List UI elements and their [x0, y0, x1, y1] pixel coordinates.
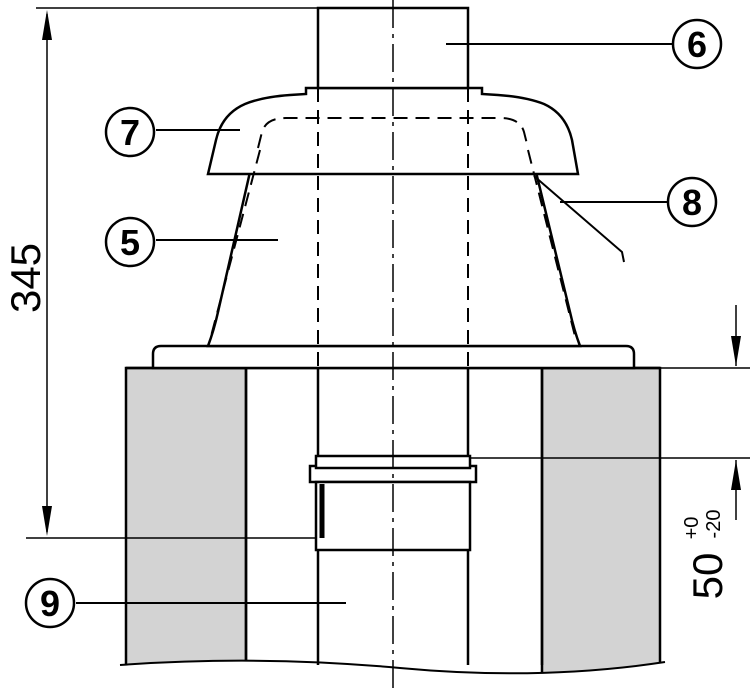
hidden-left-inner [209, 149, 261, 341]
callout-8: 8 [666, 176, 718, 228]
arrow-bottom [42, 506, 52, 536]
callout-label-9: 9 [40, 583, 60, 624]
arrow-insertion-bottom [731, 460, 741, 490]
wall-left [124, 366, 248, 680]
callout-circle-5 [104, 216, 156, 268]
wall-section [119, 366, 666, 691]
break-line-stroke [119, 659, 666, 675]
insertion-depth-label: 50 [684, 553, 731, 600]
insertion-tolerance-upper: +0 [681, 517, 703, 540]
callout-circle-9 [24, 577, 76, 629]
callout-6: 6 [671, 18, 723, 70]
callout-label-5: 5 [120, 222, 140, 263]
callout-7: 7 [104, 106, 156, 158]
arrow-insertion-top [731, 336, 741, 366]
overall-height-label: 345 [2, 243, 49, 313]
callout-5: 5 [104, 216, 156, 268]
wall-right [540, 366, 662, 680]
callout-circle-6 [671, 18, 723, 70]
leader-lines [76, 43, 672, 604]
hidden-cap-inner [257, 117, 529, 149]
cap-hood [206, 86, 580, 176]
callout-label-6: 6 [687, 24, 707, 65]
arrow-top [42, 10, 52, 40]
insertion-tolerance-lower: -20 [703, 510, 725, 539]
hidden-right-inner [527, 149, 577, 341]
callout-label-8: 8 [682, 182, 702, 223]
dimension-insertion [470, 305, 750, 520]
callout-label-7: 7 [120, 112, 140, 153]
callout-9: 9 [24, 577, 76, 629]
dimension-overall-height [26, 7, 318, 539]
callout-circle-7 [104, 106, 156, 158]
callout-circle-8 [666, 176, 718, 228]
conical-body [206, 170, 582, 348]
